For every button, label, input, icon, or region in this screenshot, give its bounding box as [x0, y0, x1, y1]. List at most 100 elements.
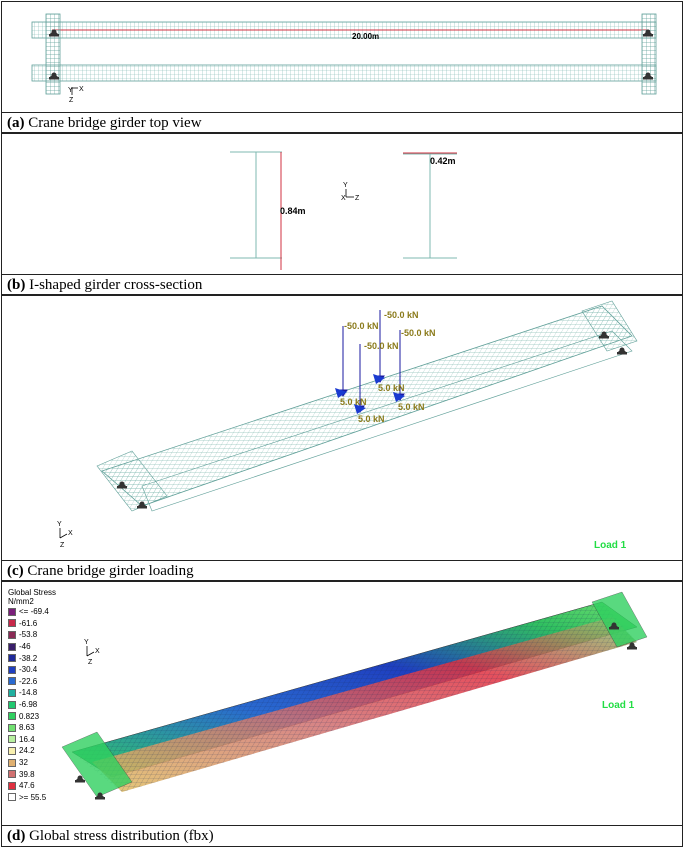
- svg-text:5.0 kN: 5.0 kN: [378, 383, 405, 393]
- legend-unit: N/mm2: [8, 597, 34, 606]
- caption-text: Crane bridge girder top view: [28, 115, 202, 131]
- legend-label: -38.2: [19, 653, 38, 663]
- legend-swatch: [8, 781, 16, 790]
- vertical-load-labels: -50.0 kN -50.0 kN -50.0 kN -50.0 kN: [344, 310, 436, 351]
- support-icon: [95, 792, 105, 800]
- caption-letter: (a): [7, 115, 25, 131]
- svg-text:Z: Z: [88, 659, 93, 666]
- legend-label: -14.8: [19, 688, 38, 698]
- legend-label: 8.63: [19, 723, 35, 733]
- panel-c: -50.0 kN -50.0 kN -50.0 kN -50.0 kN 5.0 …: [1, 295, 683, 581]
- support-icon: [137, 501, 147, 509]
- legend-label: -61.6: [19, 618, 38, 628]
- caption-c: (c) Crane bridge girder loading: [2, 560, 682, 582]
- girder-mesh: [101, 305, 633, 507]
- svg-text:Y: Y: [68, 87, 73, 94]
- end-carriage-stress: [591, 591, 648, 648]
- caption-letter: (d): [7, 828, 26, 844]
- legend-label: 47.6: [19, 781, 35, 791]
- load-case-label: Load 1: [602, 700, 635, 711]
- axis-triad-icon: Y X Z: [57, 521, 73, 549]
- lateral-load-labels: 5.0 kN 5.0 kN 5.0 kN 5.0 kN: [340, 383, 425, 424]
- legend-swatch: [8, 735, 16, 744]
- legend-row: 24.2: [8, 745, 56, 757]
- svg-text:5.0 kN: 5.0 kN: [358, 414, 385, 424]
- support-icon: [75, 775, 85, 783]
- stress-legend: Global Stress N/mm2 <= -69.4-61.6 -53.8 -4…: [8, 588, 56, 803]
- legend-title: Global Stress: [8, 588, 57, 597]
- axis-triad-icon: Y X Z: [84, 639, 100, 666]
- legend-label: >= 55.5: [19, 792, 47, 802]
- legend-row: 32: [8, 757, 56, 769]
- legend-label: 24.2: [19, 746, 35, 756]
- support-icon: [609, 622, 619, 630]
- legend-row: -30.4: [8, 664, 56, 676]
- legend-row: -61.6: [8, 618, 56, 630]
- svg-text:X: X: [341, 195, 346, 202]
- svg-text:5.0 kN: 5.0 kN: [398, 402, 425, 412]
- support-icon: [49, 72, 59, 80]
- legend-row: -6.98: [8, 699, 56, 711]
- legend-row: 0.823: [8, 710, 56, 722]
- legend-label: -6.98: [19, 700, 38, 710]
- end-carriage-mesh: [96, 450, 168, 512]
- legend-label: 0.823: [19, 711, 40, 721]
- legend-label: -22.6: [19, 676, 38, 686]
- legend-label: -53.8: [19, 630, 38, 640]
- end-carriage-mesh: [581, 300, 638, 352]
- caption-text: I-shaped girder cross-section: [29, 277, 203, 293]
- legend-label: -30.4: [19, 665, 38, 675]
- width-label: 0.42m: [430, 156, 456, 166]
- support-icon: [599, 331, 609, 339]
- legend-row: -53.8: [8, 629, 56, 641]
- svg-text:X: X: [79, 86, 84, 93]
- legend-label: 16.4: [19, 734, 35, 744]
- panel-b: 0.84m 0.42m Y X Z (b) I-shaped girder cr…: [1, 133, 683, 295]
- legend-swatch: [8, 607, 16, 616]
- legend-row: >= 55.5: [8, 792, 56, 804]
- svg-text:Z: Z: [355, 195, 360, 202]
- legend-swatch: [8, 688, 16, 697]
- girder-stress-mesh: [72, 602, 637, 792]
- legend-swatch: [8, 723, 16, 732]
- svg-text:-50.0 kN: -50.0 kN: [401, 328, 436, 338]
- svg-text:5.0 kN: 5.0 kN: [340, 397, 367, 407]
- left-end-carriage: [45, 13, 61, 95]
- legend-swatch: [8, 665, 16, 674]
- i-section-left: [230, 151, 282, 259]
- caption-letter: (c): [7, 563, 24, 579]
- span-label: 20.00m: [352, 32, 379, 41]
- legend-swatch: [8, 677, 16, 686]
- legend-swatch: [8, 619, 16, 628]
- legend-row: -22.6: [8, 676, 56, 688]
- caption-b: (b) I-shaped girder cross-section: [2, 274, 682, 296]
- caption-letter: (b): [7, 277, 26, 293]
- panel-a: 20.00m Y X Z (a) Crane bridge girder top…: [1, 1, 683, 133]
- legend-swatch: [8, 758, 16, 767]
- legend-label: -46: [19, 642, 31, 652]
- legend-row: 39.8: [8, 768, 56, 780]
- legend-swatch: [8, 700, 16, 709]
- caption-d: (d) Global stress distribution (fbx): [2, 825, 682, 847]
- end-carriage-stress: [61, 731, 133, 798]
- legend-swatch: [8, 770, 16, 779]
- legend-swatch: [8, 712, 16, 721]
- legend-row: -46: [8, 641, 56, 653]
- height-label: 0.84m: [280, 206, 306, 216]
- axis-triad-icon: Y X Z: [68, 86, 84, 104]
- legend-swatch: [8, 793, 16, 802]
- support-icon: [49, 29, 59, 37]
- legend-row: <= -69.4: [8, 606, 56, 618]
- svg-text:-50.0 kN: -50.0 kN: [344, 321, 379, 331]
- svg-text:-50.0 kN: -50.0 kN: [364, 341, 399, 351]
- svg-text:X: X: [68, 530, 73, 537]
- lower-girder-mesh: [31, 64, 657, 82]
- legend-swatch: [8, 642, 16, 651]
- legend-row: 8.63: [8, 722, 56, 734]
- right-end-carriage: [641, 13, 657, 95]
- panel-d: Y X Z Global Stress N/mm2 <= -69.4-61.6 -…: [1, 581, 683, 847]
- legend-label: 32: [19, 758, 28, 768]
- legend-row: -38.2: [8, 652, 56, 664]
- load-case-label: Load 1: [594, 540, 627, 551]
- loading-drawing: -50.0 kN -50.0 kN -50.0 kN -50.0 kN 5.0 …: [57, 300, 638, 549]
